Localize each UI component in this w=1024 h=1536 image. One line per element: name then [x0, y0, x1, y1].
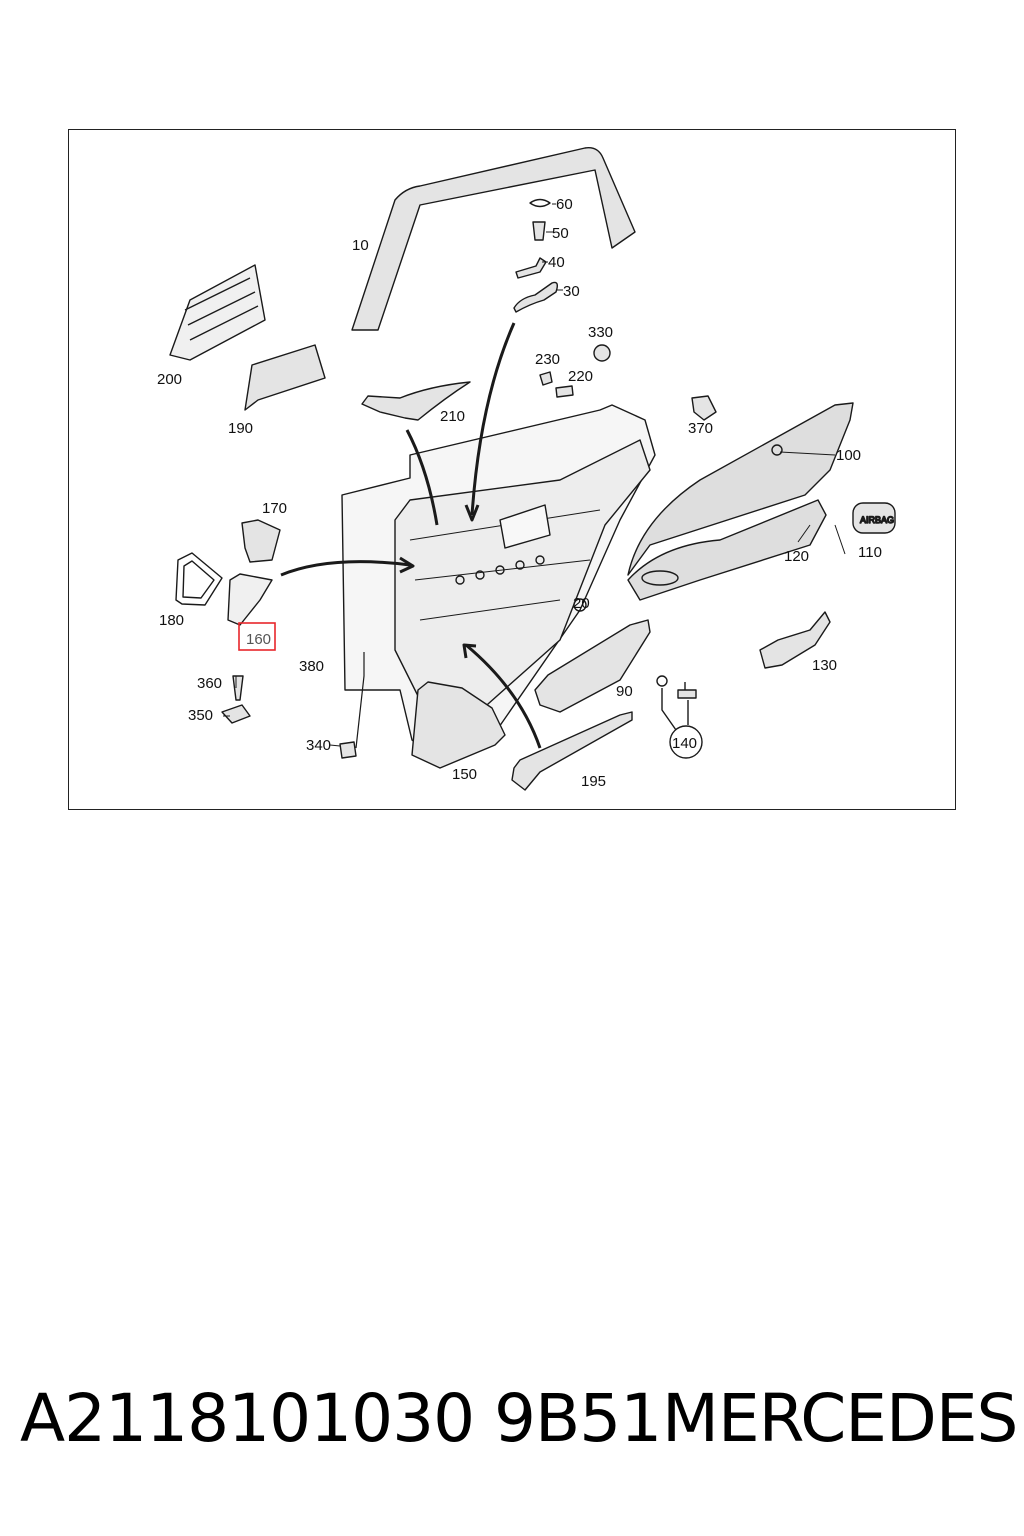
part-170-cap — [241, 519, 281, 563]
callout-120: 120 — [784, 548, 809, 565]
part-140-washer — [656, 675, 668, 687]
part-180-seal — [175, 552, 223, 606]
callout-110: 110 — [858, 544, 882, 561]
callout-50: 50 — [552, 225, 569, 242]
part-360-screw — [232, 675, 244, 701]
arrow-210 — [405, 429, 439, 526]
part-number: A2118101030 9B51 — [20, 1380, 662, 1457]
callout-150: 150 — [452, 766, 477, 783]
callout-350: 350 — [188, 707, 213, 724]
footer: A2118101030 9B51 MERCEDES — [0, 1380, 1024, 1470]
callout-130: 130 — [812, 657, 837, 674]
part-40-rod — [515, 257, 547, 279]
callout-220: 220 — [568, 368, 593, 385]
callout-20: 20 — [573, 595, 590, 612]
part-110-airbag-badge — [852, 502, 896, 534]
arrow-195 — [465, 643, 542, 749]
callout-140: 140 — [672, 735, 697, 752]
callout-200: 200 — [157, 371, 182, 388]
part-220-nut — [555, 385, 574, 398]
part-130-bracket — [759, 611, 831, 669]
part-210-trim — [361, 381, 471, 421]
callout-90: 90 — [616, 683, 633, 700]
part-160-triangle-trim — [227, 573, 273, 626]
callout-230: 230 — [535, 351, 560, 368]
callout-140-circle — [669, 725, 703, 759]
part-330-clip — [593, 344, 611, 362]
arrow-160 — [280, 560, 411, 577]
callout-190: 190 — [228, 420, 253, 437]
part-50-pin — [532, 221, 546, 241]
arrow-to-panel — [470, 322, 516, 516]
callout-40: 40 — [548, 254, 565, 271]
callout-180: 180 — [159, 612, 184, 629]
callout-30: 30 — [563, 283, 580, 300]
part-195-strip — [511, 711, 633, 791]
callout-380: 380 — [299, 658, 324, 675]
part-350-clip — [221, 704, 251, 724]
callout-10: 10 — [352, 237, 369, 254]
part-30-handle — [513, 281, 559, 313]
callout-195: 195 — [581, 773, 606, 790]
callout-360: 360 — [197, 675, 222, 692]
part-140-screw — [677, 682, 697, 699]
callout-160: 160 — [246, 631, 271, 648]
highlight-box-160 — [238, 622, 276, 651]
brand-name: MERCEDES — [662, 1380, 1018, 1457]
svg-text:AIRBAG: AIRBAG — [860, 515, 894, 525]
callout-210: 210 — [440, 408, 465, 425]
callout-100: 100 — [836, 447, 861, 464]
part-60-clip — [529, 198, 551, 208]
part-90-cover — [534, 619, 651, 713]
part-100-upper-trim — [627, 402, 854, 576]
part-340-clip — [339, 741, 357, 759]
callout-340: 340 — [306, 737, 331, 754]
callout-370: 370 — [688, 420, 713, 437]
part-190-panel — [244, 344, 326, 411]
part-150-lower-cover — [411, 681, 506, 769]
part-370-clip — [691, 395, 717, 421]
callout-330: 330 — [588, 324, 613, 341]
callout-60: 60 — [556, 196, 573, 213]
part-10-window-seal — [351, 147, 636, 331]
callout-170: 170 — [262, 500, 287, 517]
part-230-screw — [539, 371, 553, 386]
part-120-armrest — [627, 499, 827, 601]
part-200-bracket — [169, 264, 266, 361]
